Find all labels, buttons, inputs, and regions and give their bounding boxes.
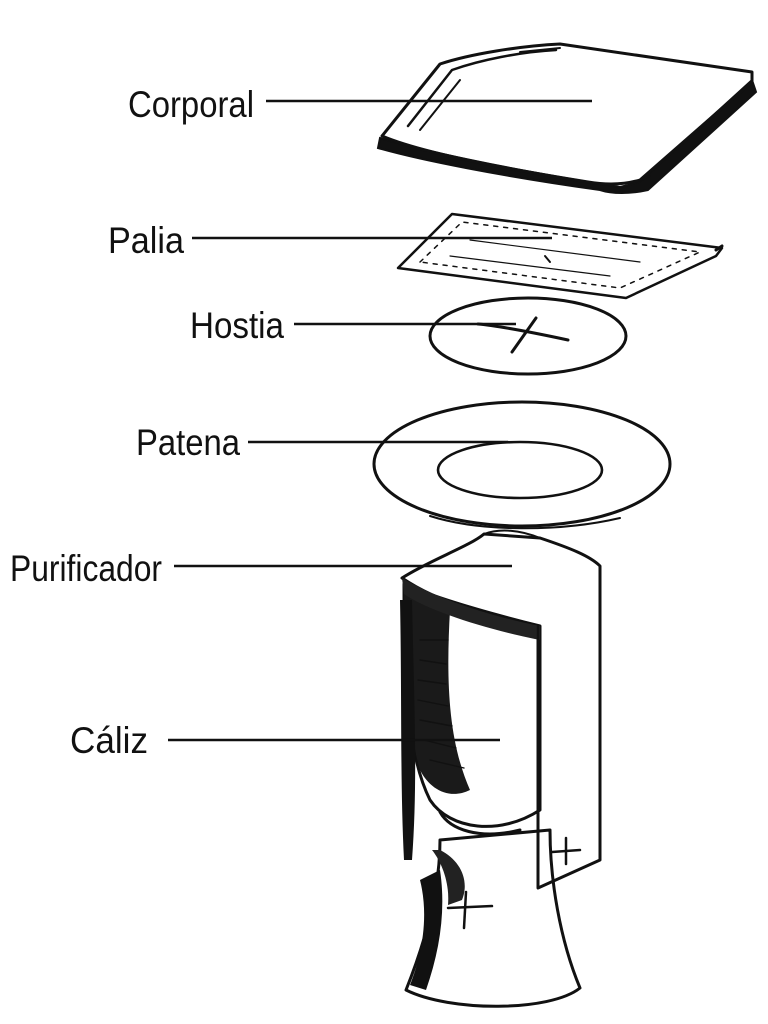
palia-drawing — [396, 212, 724, 300]
label-hostia: Hostia — [190, 305, 284, 346]
label-patena: Patena — [136, 422, 240, 463]
label-palia: Palia — [108, 220, 184, 261]
label-corporal: Corporal — [128, 84, 254, 125]
caliz-drawing — [400, 529, 602, 1008]
corporal-drawing — [376, 42, 758, 194]
patena-drawing — [372, 400, 672, 530]
label-purificador: Purificador — [10, 548, 162, 589]
label-caliz: Cáliz — [70, 720, 148, 761]
hostia-drawing — [428, 296, 628, 376]
